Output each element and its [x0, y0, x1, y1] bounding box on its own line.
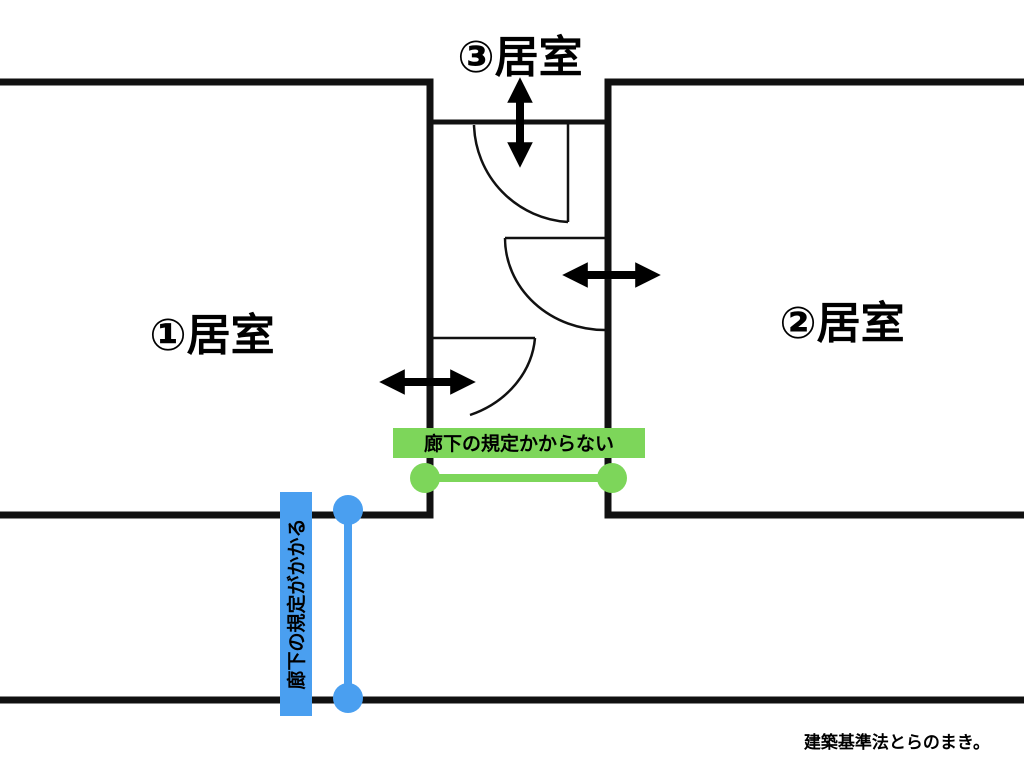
not-applicable-label: 廊下の規定かからない: [424, 432, 614, 455]
not-applicable-annotation: 廊下の規定かからない: [393, 428, 645, 493]
room1-label: ①居室: [149, 310, 274, 361]
applicable-annotation: 廊下の規定がかかる: [280, 492, 363, 716]
room2-label: ②居室: [779, 298, 904, 349]
door-room1: [432, 336, 537, 417]
blue-endpoint: [333, 495, 363, 525]
walls: [0, 78, 1024, 704]
footer-credit: 建築基準法とらのまき。: [804, 732, 990, 753]
green-endpoint: [410, 463, 440, 493]
door-room3: [472, 122, 570, 224]
door-room2: [503, 236, 606, 332]
room3-label: ③居室: [457, 32, 582, 83]
blue-endpoint: [333, 683, 363, 713]
green-endpoint: [597, 463, 627, 493]
applicable-label: 廊下の規定がかかる: [285, 518, 308, 689]
